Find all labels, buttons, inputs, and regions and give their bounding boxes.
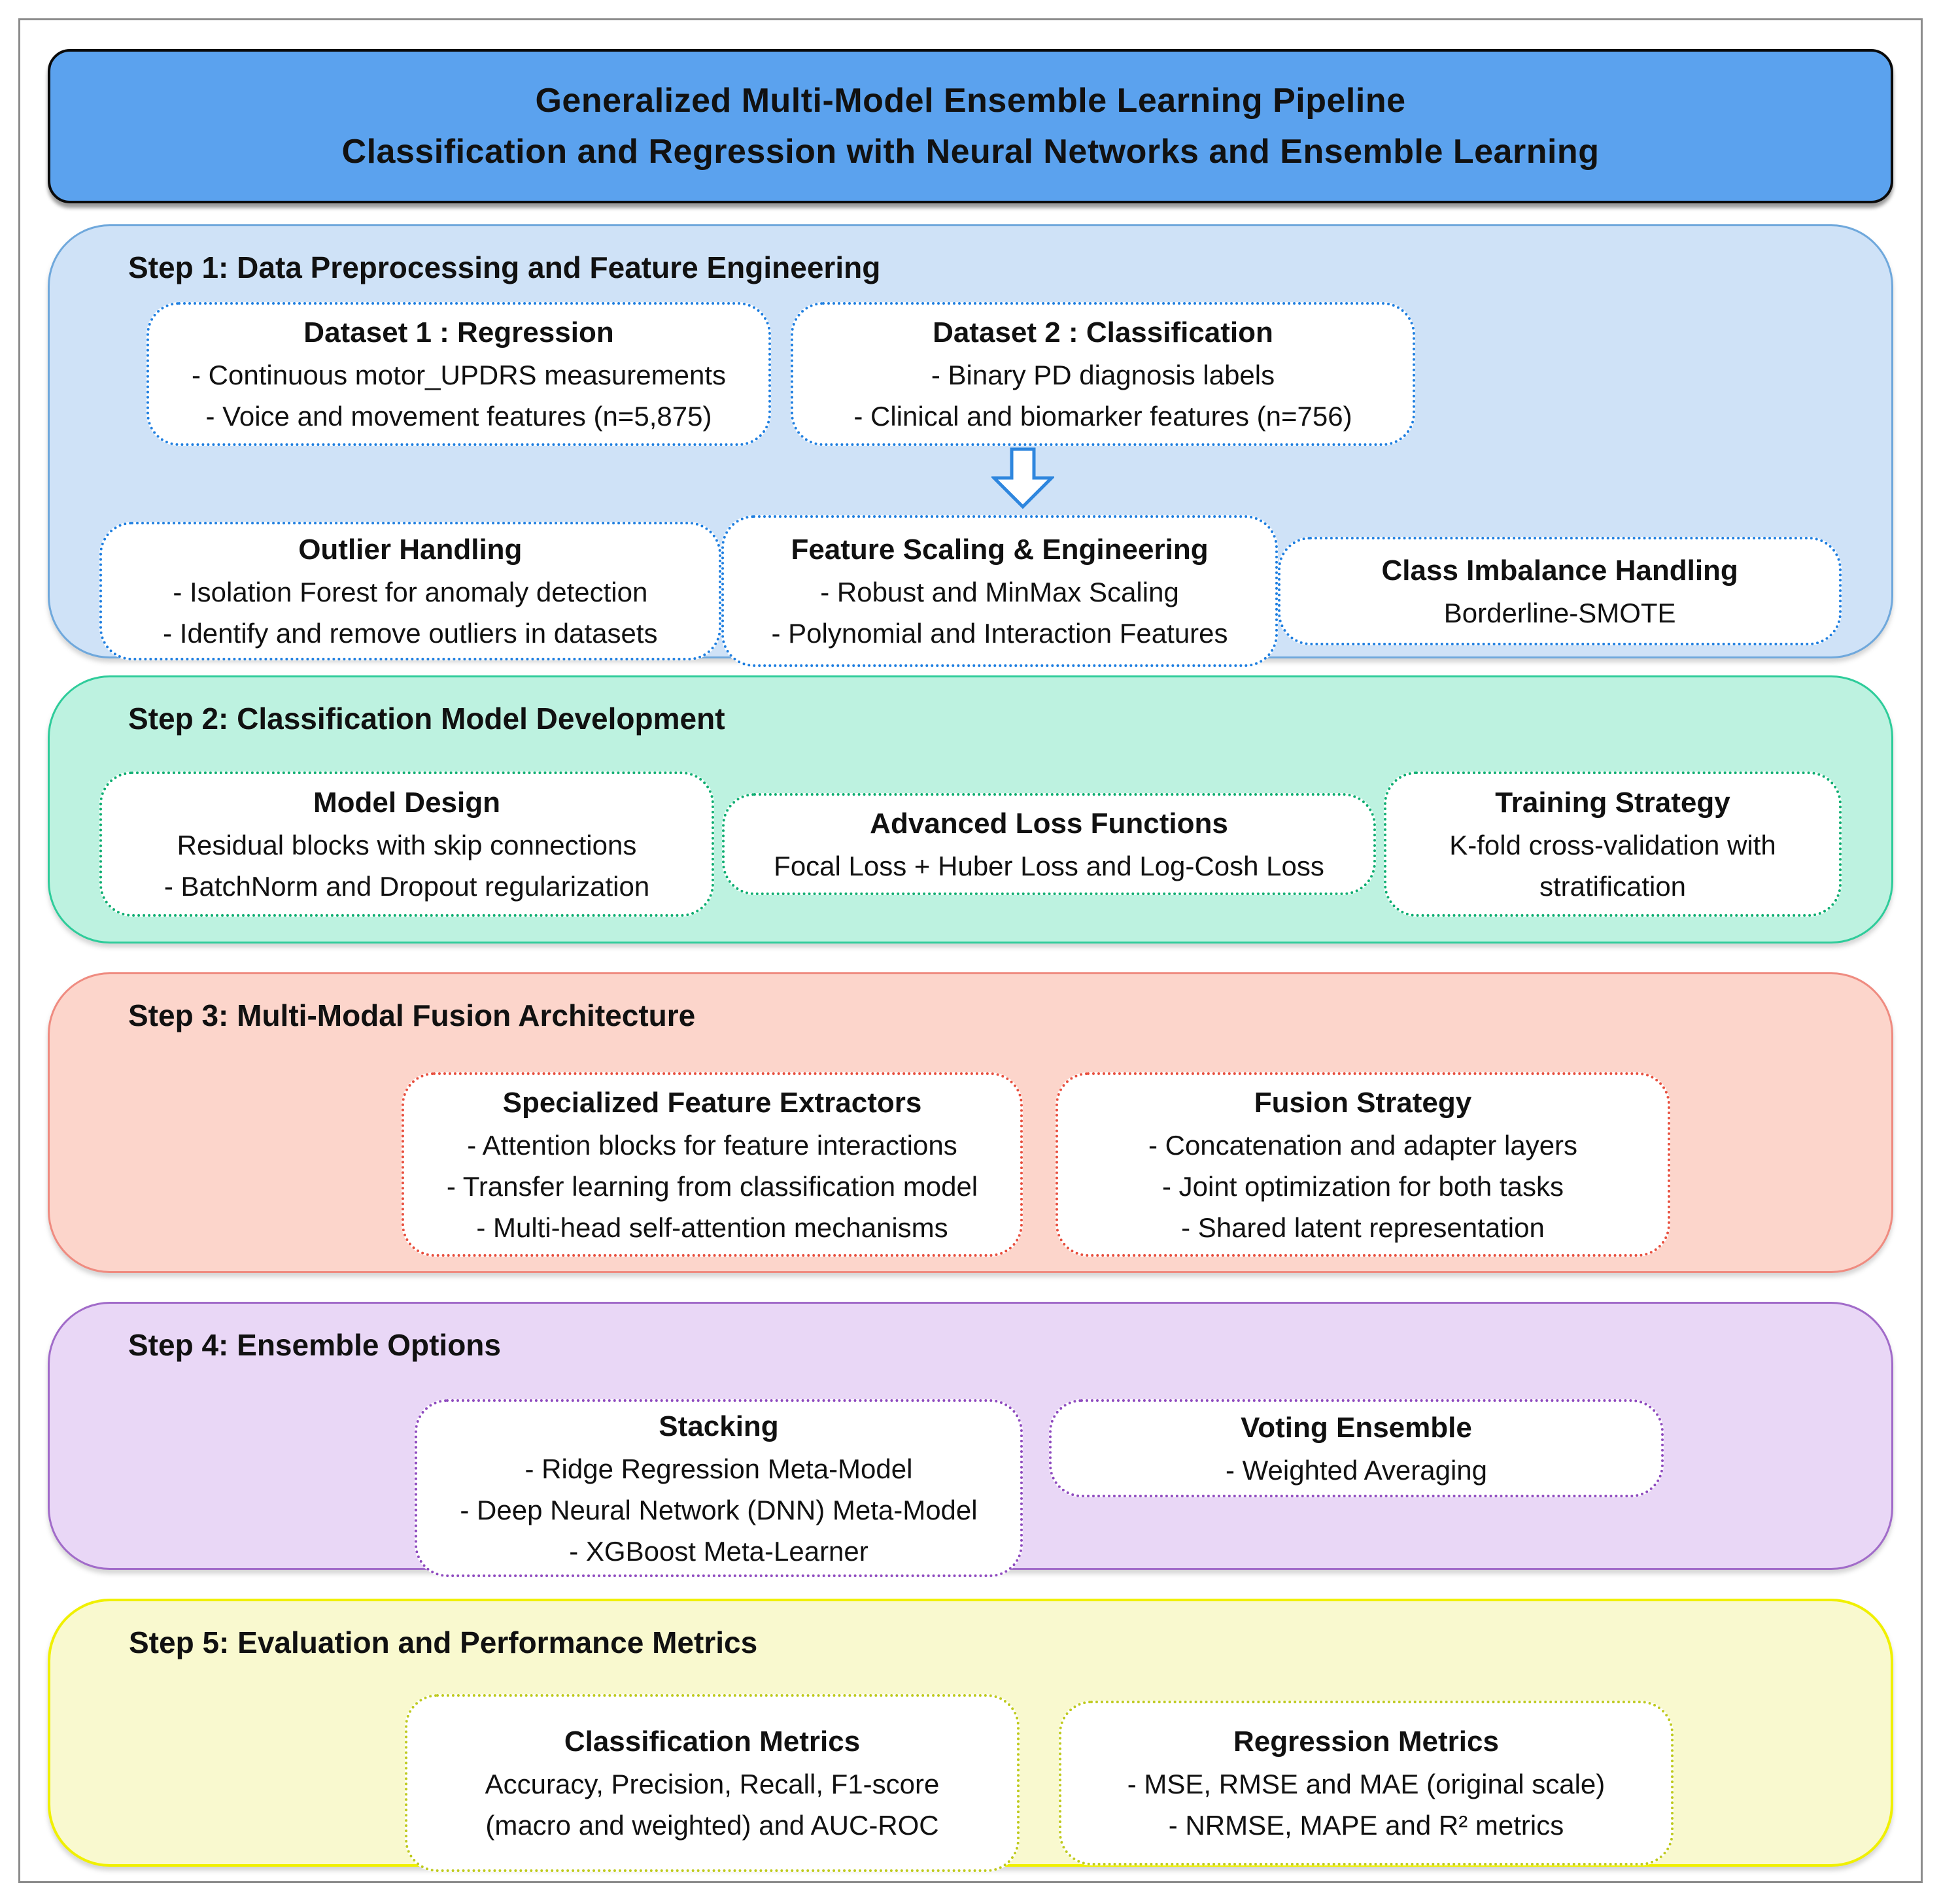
box-line: K-fold cross-validation with stratificat…	[1449, 830, 1776, 902]
box-line: - Joint optimization for both tasks	[1162, 1170, 1564, 1202]
box-title: Advanced Loss Functions	[870, 807, 1228, 840]
box-title: Specialized Feature Extractors	[502, 1086, 922, 1119]
box-line: - Continuous motor_UPDRS measurements	[192, 360, 726, 390]
box-line: - Ridge Regression Meta-Model	[524, 1453, 913, 1484]
step-2-row: Model Design Residual blocks with skip c…	[81, 772, 1860, 917]
stacking-box: Stacking - Ridge Regression Meta-Model -…	[415, 1399, 1023, 1577]
box-line: - Binary PD diagnosis labels	[931, 360, 1275, 390]
dataset-2-classification-box: Dataset 2 : Classification - Binary PD d…	[791, 302, 1415, 446]
box-line: - Polynomial and Interaction Features	[771, 618, 1228, 649]
step-2-section: Step 2: Classification Model Development…	[48, 675, 1893, 944]
feature-scaling-box: Feature Scaling & Engineering - Robust a…	[721, 515, 1279, 667]
down-arrow-icon	[991, 447, 1054, 509]
step-3-row: Specialized Feature Extractors - Attenti…	[146, 1072, 1925, 1257]
box-line: - Deep Neural Network (DNN) Meta-Model	[460, 1494, 978, 1525]
class-imbalance-box: Class Imbalance Handling Borderline-SMOT…	[1278, 537, 1842, 645]
box-line: Focal Loss + Huber Loss and Log-Cosh Los…	[774, 850, 1324, 881]
box-line: - Isolation Forest for anomaly detection	[173, 577, 648, 607]
model-design-box: Model Design Residual blocks with skip c…	[99, 772, 714, 917]
box-title: Regression Metrics	[1233, 1726, 1499, 1758]
dataset-1-regression-box: Dataset 1 : Regression - Continuous moto…	[146, 302, 771, 446]
diagram-title-line1: Generalized Multi-Model Ensemble Learnin…	[535, 82, 1406, 120]
box-line: Accuracy, Precision, Recall, F1-score	[485, 1769, 940, 1799]
training-strategy-box: Training Strategy K-fold cross-validatio…	[1384, 772, 1842, 917]
box-title: Stacking	[659, 1410, 779, 1442]
step-4-row: Stacking - Ridge Regression Meta-Model -…	[150, 1399, 1929, 1577]
box-title: Dataset 1 : Regression	[303, 316, 614, 348]
box-line: (macro and weighted) and AUC-ROC	[485, 1810, 939, 1841]
box-line: - Concatenation and adapter layers	[1148, 1129, 1578, 1161]
box-title: Classification Metrics	[564, 1726, 861, 1758]
box-title: Class Imbalance Handling	[1381, 554, 1738, 586]
box-line: - Attention blocks for feature interacti…	[467, 1129, 957, 1161]
step-2-header: Step 2: Classification Model Development	[128, 702, 725, 736]
step-5-row: Classification Metrics Accuracy, Precisi…	[150, 1694, 1928, 1872]
step-5-header: Step 5: Evaluation and Performance Metri…	[129, 1625, 758, 1659]
box-line: - Robust and MinMax Scaling	[820, 577, 1179, 607]
box-line: - BatchNorm and Dropout regularization	[163, 871, 650, 902]
diagram-title-line2: Classification and Regression with Neura…	[341, 133, 1600, 171]
preprocessing-row: Outlier Handling - Isolation Forest for …	[81, 515, 1860, 667]
box-line: - XGBoost Meta-Learner	[569, 1535, 868, 1567]
box-title: Fusion Strategy	[1254, 1086, 1472, 1119]
title-banner: Generalized Multi-Model Ensemble Learnin…	[48, 49, 1893, 203]
box-title: Feature Scaling & Engineering	[791, 534, 1209, 566]
step-1-section: Step 1: Data Preprocessing and Feature E…	[48, 224, 1893, 667]
box-title: Training Strategy	[1495, 787, 1730, 819]
box-line: - Shared latent representation	[1181, 1212, 1545, 1243]
flow-arrow-row	[133, 447, 1912, 510]
outlier-handling-box: Outlier Handling - Isolation Forest for …	[99, 522, 721, 660]
regression-metrics-box: Regression Metrics - MSE, RMSE and MAE (…	[1059, 1701, 1674, 1865]
box-line: Borderline-SMOTE	[1443, 597, 1676, 628]
box-title: Dataset 2 : Classification	[933, 316, 1273, 348]
box-line: - Multi-head self-attention mechanisms	[476, 1212, 948, 1243]
box-line: - Identify and remove outliers in datase…	[163, 618, 658, 649]
box-line: - Voice and movement features (n=5,875)	[205, 401, 712, 432]
box-title: Model Design	[313, 787, 501, 819]
box-title: Voting Ensemble	[1241, 1411, 1472, 1444]
box-line: - Transfer learning from classification …	[446, 1170, 978, 1202]
diagram-frame: Generalized Multi-Model Ensemble Learnin…	[18, 18, 1923, 1883]
box-line: - Weighted Averaging	[1225, 1454, 1488, 1486]
step-3-section: Step 3: Multi-Modal Fusion Architecture …	[48, 972, 1893, 1273]
box-line: Residual blocks with skip connections	[177, 830, 637, 860]
step-1-header: Step 1: Data Preprocessing and Feature E…	[128, 250, 881, 284]
dataset-row: Dataset 1 : Regression - Continuous moto…	[146, 302, 1925, 446]
advanced-loss-functions-box: Advanced Loss Functions Focal Loss + Hub…	[722, 793, 1376, 895]
step-5-section: Step 5: Evaluation and Performance Metri…	[48, 1599, 1893, 1872]
box-line: - Clinical and biomarker features (n=756…	[853, 401, 1352, 432]
box-line: - MSE, RMSE and MAE (original scale)	[1127, 1769, 1606, 1799]
box-line: - NRMSE, MAPE and R² metrics	[1168, 1810, 1564, 1841]
specialized-feature-extractors-box: Specialized Feature Extractors - Attenti…	[402, 1072, 1023, 1257]
box-title: Outlier Handling	[298, 534, 523, 566]
voting-ensemble-box: Voting Ensemble - Weighted Averaging	[1049, 1399, 1664, 1497]
step-3-header: Step 3: Multi-Modal Fusion Architecture	[128, 998, 696, 1032]
fusion-strategy-box: Fusion Strategy - Concatenation and adap…	[1056, 1072, 1670, 1257]
step-4-section: Step 4: Ensemble Options Stacking - Ridg…	[48, 1302, 1893, 1577]
classification-metrics-box: Classification Metrics Accuracy, Precisi…	[405, 1694, 1020, 1872]
step-4-header: Step 4: Ensemble Options	[128, 1328, 501, 1362]
